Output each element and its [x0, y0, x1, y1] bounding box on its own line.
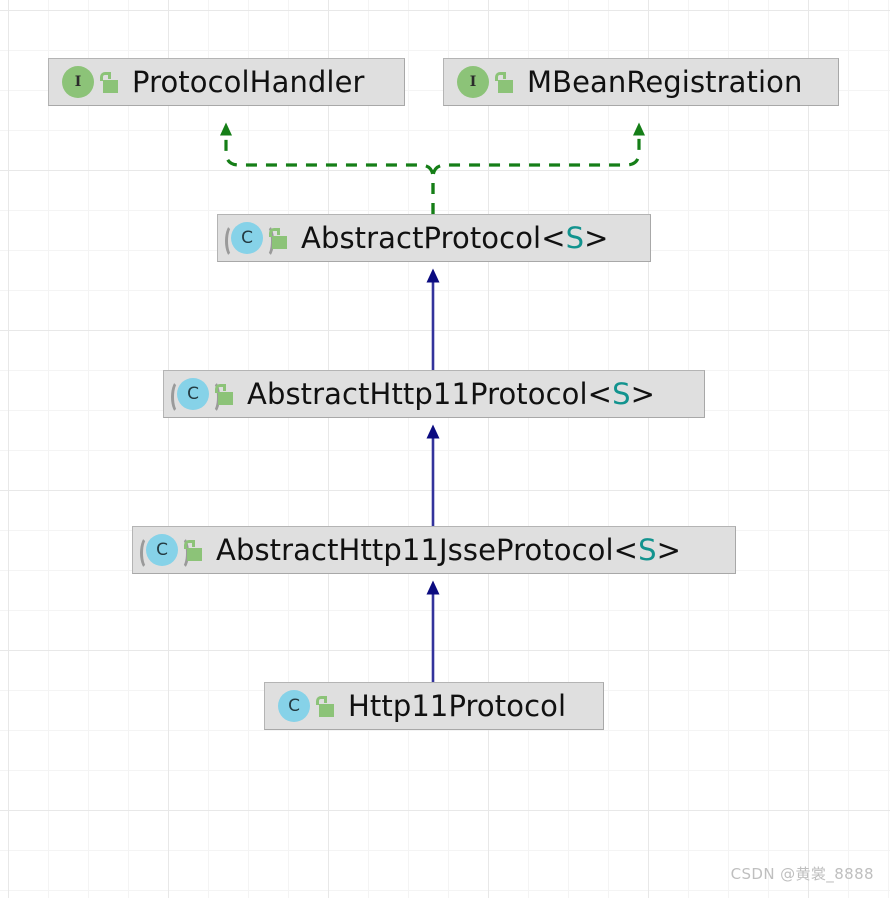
open-padlock-icon [495, 71, 515, 93]
class-name-text: AbstractHttp11JsseProtocol [216, 532, 614, 567]
class-node-label: ProtocolHandler [132, 64, 365, 99]
edge-realization-protocol-handler [220, 122, 435, 214]
watermark-text: CSDN @黄裳_8888 [730, 865, 874, 883]
class-node-label: Http11Protocol [348, 688, 567, 723]
class-node-label: AbstractHttp11JsseProtocol<S> [216, 532, 681, 567]
open-padlock-icon [269, 227, 289, 249]
class-node-mbean-registration[interactable]: I MBeanRegistration [443, 58, 839, 106]
interface-icon: I [61, 65, 95, 99]
open-padlock-icon [184, 539, 204, 561]
class-node-abstract-http11-protocol[interactable]: C AbstractHttp11Protocol<S> [163, 370, 705, 418]
class-icon: C [277, 689, 311, 723]
abstract-class-icon: C [171, 377, 220, 414]
edge-realization-mbean-registration [431, 122, 645, 214]
class-node-label: AbstractProtocol<S> [301, 220, 609, 255]
abstract-class-icon: C [225, 221, 274, 258]
abstract-class-icon: C [140, 533, 189, 570]
class-name-text: AbstractProtocol [301, 220, 542, 255]
class-node-protocol-handler[interactable]: I ProtocolHandler [48, 58, 405, 106]
open-padlock-icon [316, 695, 336, 717]
generic-param-text: S [638, 532, 657, 567]
class-node-label: MBeanRegistration [527, 64, 803, 99]
class-node-abstract-protocol[interactable]: C AbstractProtocol<S> [217, 214, 651, 262]
open-padlock-icon [100, 71, 120, 93]
class-node-abstract-http11-jsse-protocol[interactable]: C AbstractHttp11JsseProtocol<S> [132, 526, 736, 574]
generic-param-text: S [612, 376, 631, 411]
generic-param-text: S [565, 220, 585, 255]
class-name-text: AbstractHttp11Protocol [247, 376, 588, 411]
class-node-http11-protocol[interactable]: C Http11Protocol [264, 682, 604, 730]
open-padlock-icon [215, 383, 235, 405]
interface-icon: I [456, 65, 490, 99]
class-node-label: AbstractHttp11Protocol<S> [247, 376, 655, 411]
